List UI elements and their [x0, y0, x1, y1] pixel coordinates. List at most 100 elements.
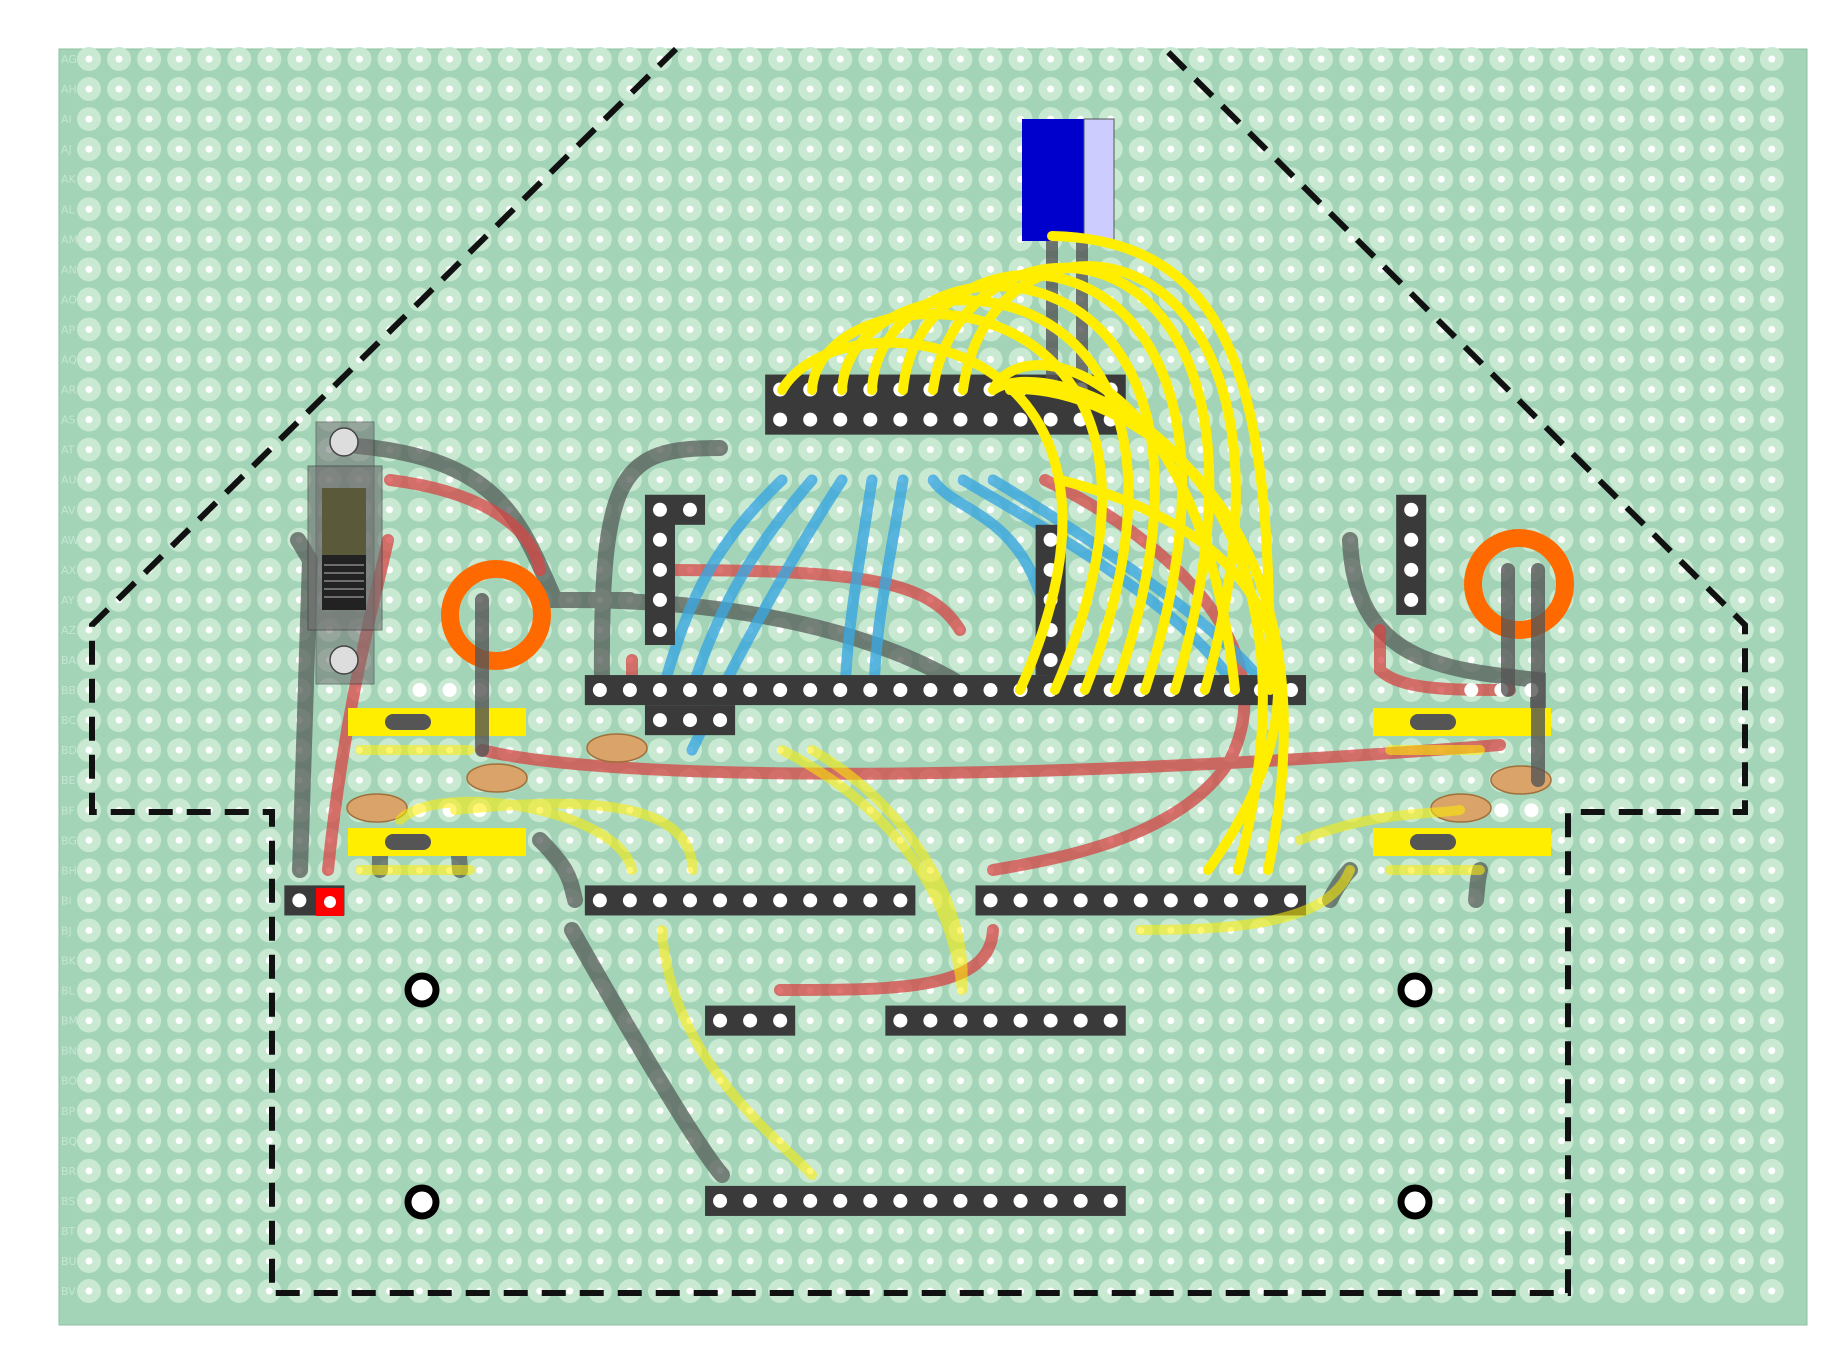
row-label: BC [61, 714, 76, 727]
header-pin [833, 683, 848, 698]
header-pin [773, 1013, 788, 1028]
header-pin [1073, 893, 1088, 908]
header-pin [863, 1193, 878, 1208]
header-pin [1043, 893, 1058, 908]
header-pin [803, 683, 818, 698]
header-pin [713, 893, 728, 908]
header-pin [1103, 1193, 1118, 1208]
pad-right-lower [1373, 828, 1551, 856]
header-pin [743, 893, 758, 908]
pad-right-upper [1373, 708, 1551, 736]
header-pin [1163, 893, 1178, 908]
header-pin [743, 683, 758, 698]
header-pin [863, 683, 878, 698]
row-label: AN [61, 263, 77, 276]
header-pin [1404, 562, 1419, 577]
header-pin [652, 893, 667, 908]
header-pin [652, 562, 667, 577]
row-label: BI [61, 894, 72, 907]
header-pin [683, 713, 697, 728]
slide-switch [307, 421, 383, 685]
header-pin [773, 683, 788, 698]
row-label: BS [61, 1195, 75, 1208]
header-pin [683, 683, 697, 698]
row-label: AW [61, 534, 79, 547]
header-pin [1253, 893, 1268, 908]
header-pin [592, 683, 607, 698]
header-pin [1043, 532, 1058, 547]
header-pin [743, 1193, 758, 1208]
row-label: BM [61, 1015, 78, 1028]
header-pin [1013, 1013, 1028, 1028]
header-pin [773, 893, 788, 908]
header-pin [953, 683, 968, 698]
led-right [1464, 529, 1574, 639]
row-label: AH [61, 83, 77, 96]
row-label: BN [61, 1045, 77, 1058]
pad-slot [1410, 714, 1456, 730]
header-pin [893, 412, 908, 427]
row-label: AG [61, 53, 77, 66]
header-pin [713, 1013, 728, 1028]
mounting-hole [1397, 1184, 1433, 1220]
row-label: AQ [61, 354, 77, 367]
row-label: AL [61, 203, 76, 216]
mounting-holes [404, 972, 1433, 1220]
pin-header [705, 1185, 1126, 1216]
header-pin [863, 893, 878, 908]
header-pin [1043, 1013, 1058, 1028]
pad-slot [1410, 834, 1456, 850]
header-pin [983, 893, 998, 908]
row-label: AU [61, 474, 77, 487]
row-label: BE [61, 774, 76, 787]
row-label: BD [61, 744, 77, 757]
row-label: AM [61, 233, 78, 246]
header-pin [773, 412, 788, 427]
header-pin [803, 893, 818, 908]
header-pin [592, 893, 607, 908]
header-pin [683, 502, 697, 517]
row-label: BH [61, 864, 77, 877]
header-pin [1404, 502, 1419, 517]
header-pin [923, 1013, 938, 1028]
headers [284, 374, 1427, 1216]
mounting-hole [1397, 972, 1433, 1008]
header-pin [983, 683, 998, 698]
pad-hole [442, 683, 457, 698]
row-label: BB [61, 684, 76, 697]
row-label: AZ [61, 624, 77, 637]
pad-hole [1524, 803, 1539, 818]
row-label: AK [61, 173, 77, 186]
header-pin [983, 412, 998, 427]
row-label: BQ [61, 1135, 78, 1148]
row-label: AR [61, 384, 77, 397]
row-label: AX [61, 564, 77, 577]
resistor [586, 733, 648, 763]
row-label: BA [61, 654, 77, 667]
leds [441, 529, 1574, 670]
header-pin [652, 683, 667, 698]
header-pin [1223, 893, 1238, 908]
header-pin [713, 1193, 728, 1208]
pad-slot [385, 714, 431, 730]
header-pin [1284, 893, 1298, 908]
header-pin [622, 683, 637, 698]
row-label: AS [61, 414, 76, 427]
row-label: BF [61, 804, 75, 817]
yellow-wires-faded [355, 745, 1485, 1180]
header-pin [893, 1013, 908, 1028]
header-pin [1073, 1013, 1088, 1028]
header-pin [893, 683, 908, 698]
resistor [466, 763, 528, 793]
header-pin [953, 412, 968, 427]
header-pin [833, 1193, 848, 1208]
header-pin [983, 1013, 998, 1028]
row-label: BO [61, 1075, 77, 1088]
led-left [441, 560, 551, 670]
row-label: BG [61, 834, 77, 847]
row-labels: AGAHAIAJAKALAMANAOAPAQARASATAUAVAWAXAYAZ… [61, 53, 79, 1298]
header-pin [923, 1193, 938, 1208]
header-pin [1103, 893, 1118, 908]
header-pin [1404, 532, 1419, 547]
